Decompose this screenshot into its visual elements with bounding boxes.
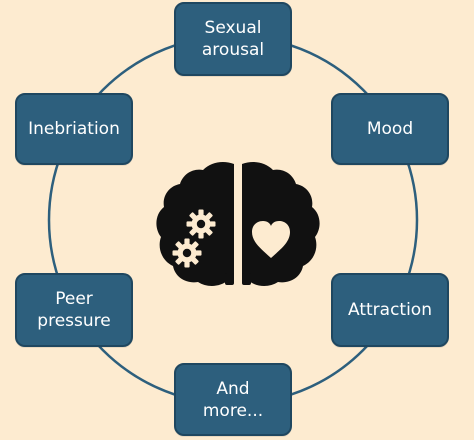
- node-mood: Mood: [331, 93, 449, 165]
- node-attraction: Attraction: [331, 273, 449, 347]
- brain-icon: [156, 162, 320, 286]
- node-peer-pressure: Peer pressure: [15, 273, 133, 347]
- node-sexual-arousal: Sexual arousal: [174, 2, 292, 76]
- node-and-more: And more...: [174, 363, 292, 436]
- gears-icon: [172, 209, 216, 268]
- node-inebriation: Inebriation: [15, 93, 133, 165]
- heart-icon: [252, 221, 290, 258]
